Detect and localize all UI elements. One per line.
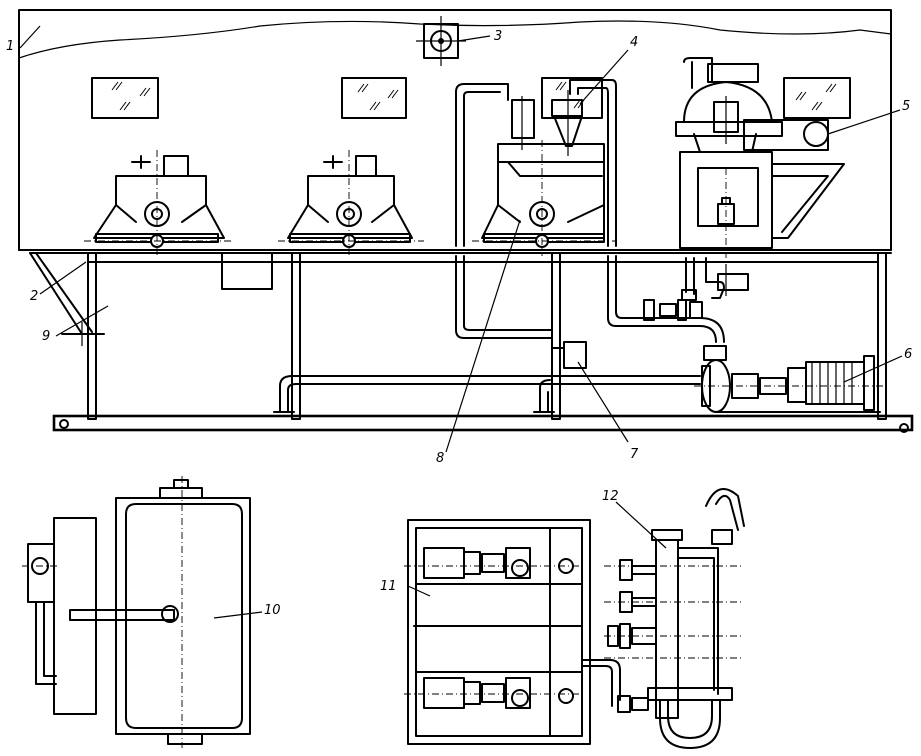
window-2 [341,77,407,119]
callout-8: 8 [436,451,444,466]
callout-10: 10 [264,603,281,618]
pump-station-plan: 11 [380,519,649,745]
hopper-unit-1 [84,150,232,256]
window-3 [541,77,603,119]
window-1 [91,77,159,119]
pipework-upper [455,79,725,343]
callout-3: 3 [494,29,502,44]
callout-1: 1 [6,39,14,54]
lamp-fixture [416,16,466,66]
callout-9: 9 [42,329,50,344]
tank-plan-view: 10 [22,476,281,748]
pump-motor [694,345,886,413]
callout-7: 7 [630,447,639,462]
cyclone-separator [511,90,583,156]
valve-assembly [643,257,749,321]
fan-unit [675,57,845,258]
side-elevation: 1 3 4 5 2 9 6 8 7 [6,9,914,466]
leader-lines [19,25,903,453]
callout-2: 2 [30,289,38,304]
callout-5: 5 [902,99,910,114]
callout-6: 6 [904,347,912,362]
callout-11: 11 [380,579,397,594]
callout-12: 12 [602,489,619,504]
pipe-manifold: 12 [602,487,745,749]
callout-4: 4 [630,35,638,50]
pipework-lower [273,341,701,413]
hopper-unit-3 [472,140,616,256]
window-4 [783,77,851,119]
cabinet-enclosure [18,9,892,254]
hopper-unit-2 [278,150,424,256]
lower-frame [52,252,914,433]
